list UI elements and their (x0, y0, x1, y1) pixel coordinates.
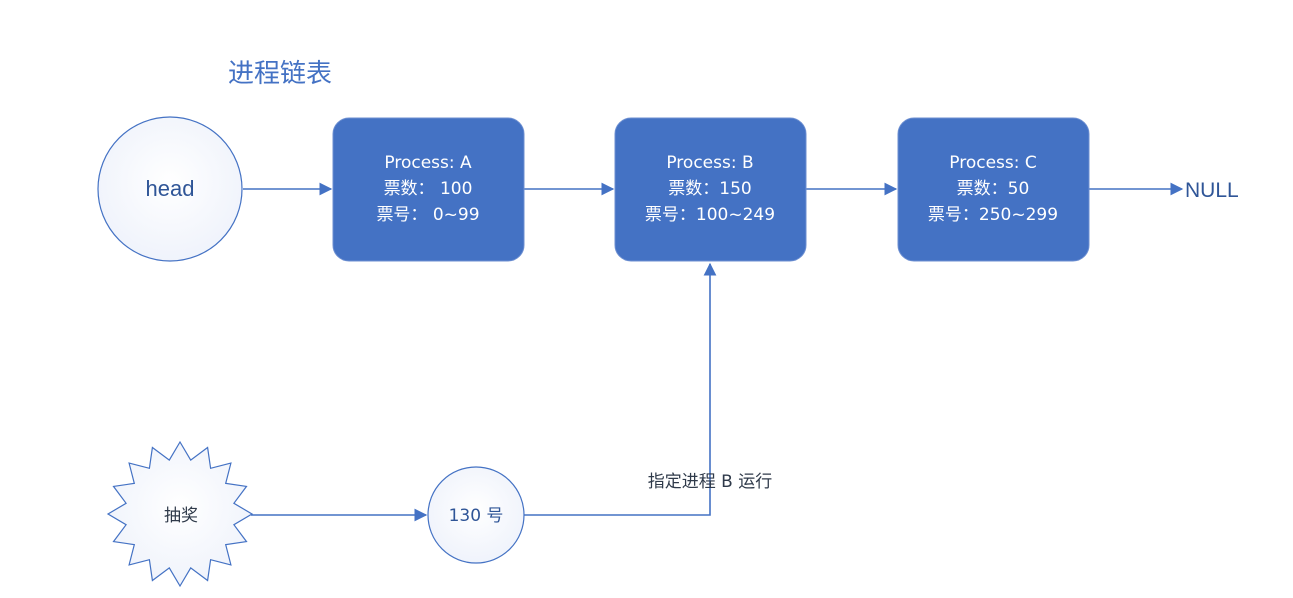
process-node-a: Process: A 票数： 100 票号： 0~99 (332, 117, 525, 262)
process-c-range: 票号：250~299 (928, 205, 1058, 225)
selection-note: 指定进程 B 运行 (648, 472, 772, 492)
diagram-title: 进程链表 (228, 59, 332, 89)
process-c-name: Process: C (949, 153, 1037, 173)
draw-result-label: 130 号 (449, 506, 504, 526)
process-c-tickets: 票数：50 (957, 179, 1030, 199)
starburst-shape (106, 440, 254, 588)
lottery-node: 抽奖 (106, 440, 254, 588)
lottery-label: 抽奖 (164, 506, 198, 526)
head-node: head (97, 116, 243, 262)
process-node-b: Process: B 票数：150 票号：100~249 (614, 117, 807, 262)
process-a-tickets: 票数： 100 (384, 179, 473, 199)
process-b-name: Process: B (666, 153, 753, 173)
process-node-c: Process: C 票数：50 票号：250~299 (897, 117, 1090, 262)
process-a-name: Process: A (384, 153, 472, 173)
process-b-tickets: 票数：150 (668, 179, 751, 199)
head-label: head (146, 176, 195, 201)
null-terminator: NULL (1185, 179, 1239, 202)
process-b-range: 票号：100~249 (645, 205, 775, 225)
process-a-range: 票号： 0~99 (376, 205, 479, 225)
edge-result-to-process-b (524, 262, 717, 516)
draw-result-node: 130 号 (427, 466, 525, 564)
